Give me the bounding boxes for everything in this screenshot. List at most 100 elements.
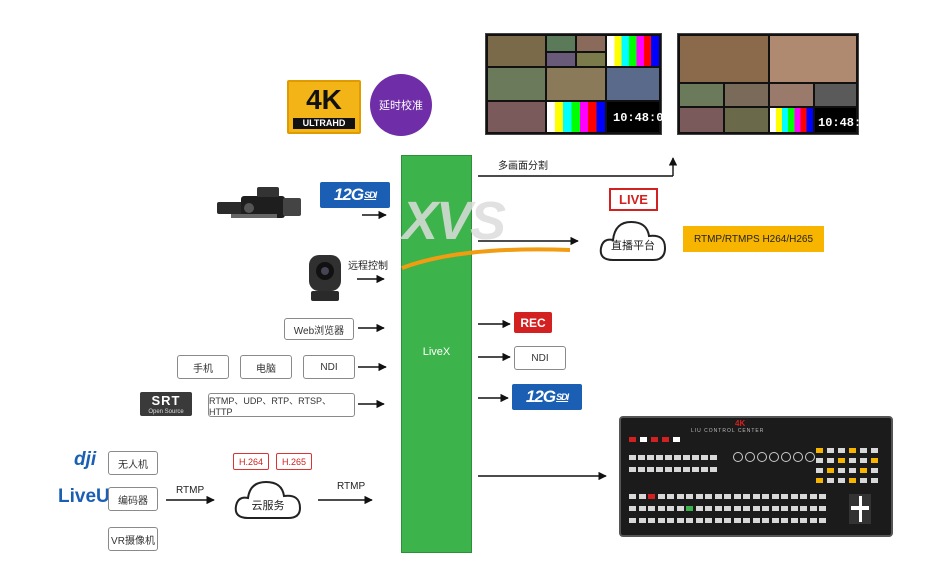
vr-camera-box: VR摄像机 <box>108 527 158 551</box>
live-badge: LIVE <box>609 188 658 211</box>
console-panel-button <box>816 458 823 463</box>
console-knob <box>769 452 779 462</box>
console-button <box>714 494 722 499</box>
4k-text: 4K <box>306 84 342 115</box>
console-button <box>686 494 693 499</box>
live-platform-cloud-icon <box>599 220 667 261</box>
console-button <box>647 455 654 460</box>
console-button <box>673 437 680 442</box>
xvs-swoosh-icon <box>401 247 571 270</box>
live-text: LIVE <box>619 192 648 207</box>
console-button <box>674 455 681 460</box>
console-panel-button <box>849 448 856 453</box>
console-button <box>676 518 684 523</box>
h265-box: H.265 <box>276 453 312 470</box>
console-button <box>686 518 693 523</box>
console-button <box>809 506 817 511</box>
console-knob <box>733 452 743 462</box>
encoder-box: 编码器 <box>108 487 158 511</box>
console-panel-button <box>871 478 878 483</box>
delay-label: 延时校准 <box>379 100 423 112</box>
console-button <box>667 518 674 523</box>
live-platform-label: 直播平台 <box>611 240 655 252</box>
ndi-output-box: NDI <box>514 346 566 370</box>
console-button <box>790 506 798 511</box>
remote-control-label: 远程控制 <box>348 261 388 272</box>
console-button <box>683 467 690 472</box>
cloud-service-label: 云服务 <box>251 500 285 512</box>
console-brand: LIU CONTROL CENTER <box>691 428 765 434</box>
srt-main: SRT <box>151 393 181 408</box>
livex-core-bar: LiveX <box>401 155 472 553</box>
console-button <box>819 494 826 499</box>
console-button <box>752 518 760 523</box>
ndi-input-box: NDI <box>303 355 355 379</box>
console-knob <box>757 452 767 462</box>
liveu-logo: LiveU <box>58 486 110 508</box>
console-knob <box>793 452 803 462</box>
console-button <box>743 494 750 499</box>
console-button <box>657 506 665 511</box>
console-panel-button <box>860 478 867 483</box>
multiview-clock-right: 10:48:32 <box>818 116 876 130</box>
console-button <box>733 518 741 523</box>
console-button <box>657 518 665 523</box>
srt-badge: SRT Open Source <box>140 392 192 416</box>
live-platform-cloud: 直播平台 <box>597 212 669 264</box>
console-knob <box>781 452 791 462</box>
dji-logo: dji <box>74 449 97 470</box>
console-button <box>771 494 779 499</box>
cloud-service: 云服务 <box>232 474 304 522</box>
console-panel-button <box>849 478 856 483</box>
console-button <box>656 467 663 472</box>
console-panel-button <box>849 468 856 473</box>
console-button <box>743 518 750 523</box>
rtmp-out-label: RTMP <box>337 481 366 492</box>
console-button <box>638 518 646 523</box>
console-button <box>629 494 636 499</box>
4k-ultrahd-badge: 4K ULTRAHD <box>287 80 361 134</box>
console-button <box>819 518 826 523</box>
console-button <box>692 467 699 472</box>
multiview-split-label: 多画面分割 <box>498 161 548 172</box>
rec-text: REC <box>520 315 546 330</box>
console-panel-button <box>871 468 878 473</box>
console-button <box>695 506 703 511</box>
console-button <box>629 518 636 523</box>
console-button <box>743 506 750 511</box>
console-button <box>648 494 655 499</box>
console-button <box>800 506 807 511</box>
console-button <box>638 506 646 511</box>
console-button <box>701 455 708 460</box>
console-button <box>733 494 741 499</box>
console-button <box>665 467 672 472</box>
console-button <box>790 518 798 523</box>
console-button <box>701 467 708 472</box>
console-knob <box>745 452 755 462</box>
console-panel-button <box>871 448 878 453</box>
console-button <box>714 518 722 523</box>
srt-sub: Open Source <box>148 409 184 415</box>
console-button <box>638 494 646 499</box>
broadcast-camera-icon <box>217 182 307 222</box>
web-browser-box: Web浏览器 <box>284 318 354 340</box>
console-panel-button <box>827 478 834 483</box>
console-button <box>781 506 788 511</box>
console-button <box>674 467 681 472</box>
console-button <box>724 494 731 499</box>
console-panel-button <box>838 458 845 463</box>
console-panel-button <box>827 448 834 453</box>
console-panel-button <box>816 448 823 453</box>
drone-box: 无人机 <box>108 451 158 475</box>
console-button <box>662 437 669 442</box>
console-panel-button <box>860 448 867 453</box>
console-button <box>667 506 674 511</box>
console-panel-button <box>816 478 823 483</box>
console-button <box>629 467 636 472</box>
control-console: LIU CONTROL CENTER 4K <box>619 416 893 537</box>
console-button <box>648 506 655 511</box>
console-button <box>752 506 760 511</box>
